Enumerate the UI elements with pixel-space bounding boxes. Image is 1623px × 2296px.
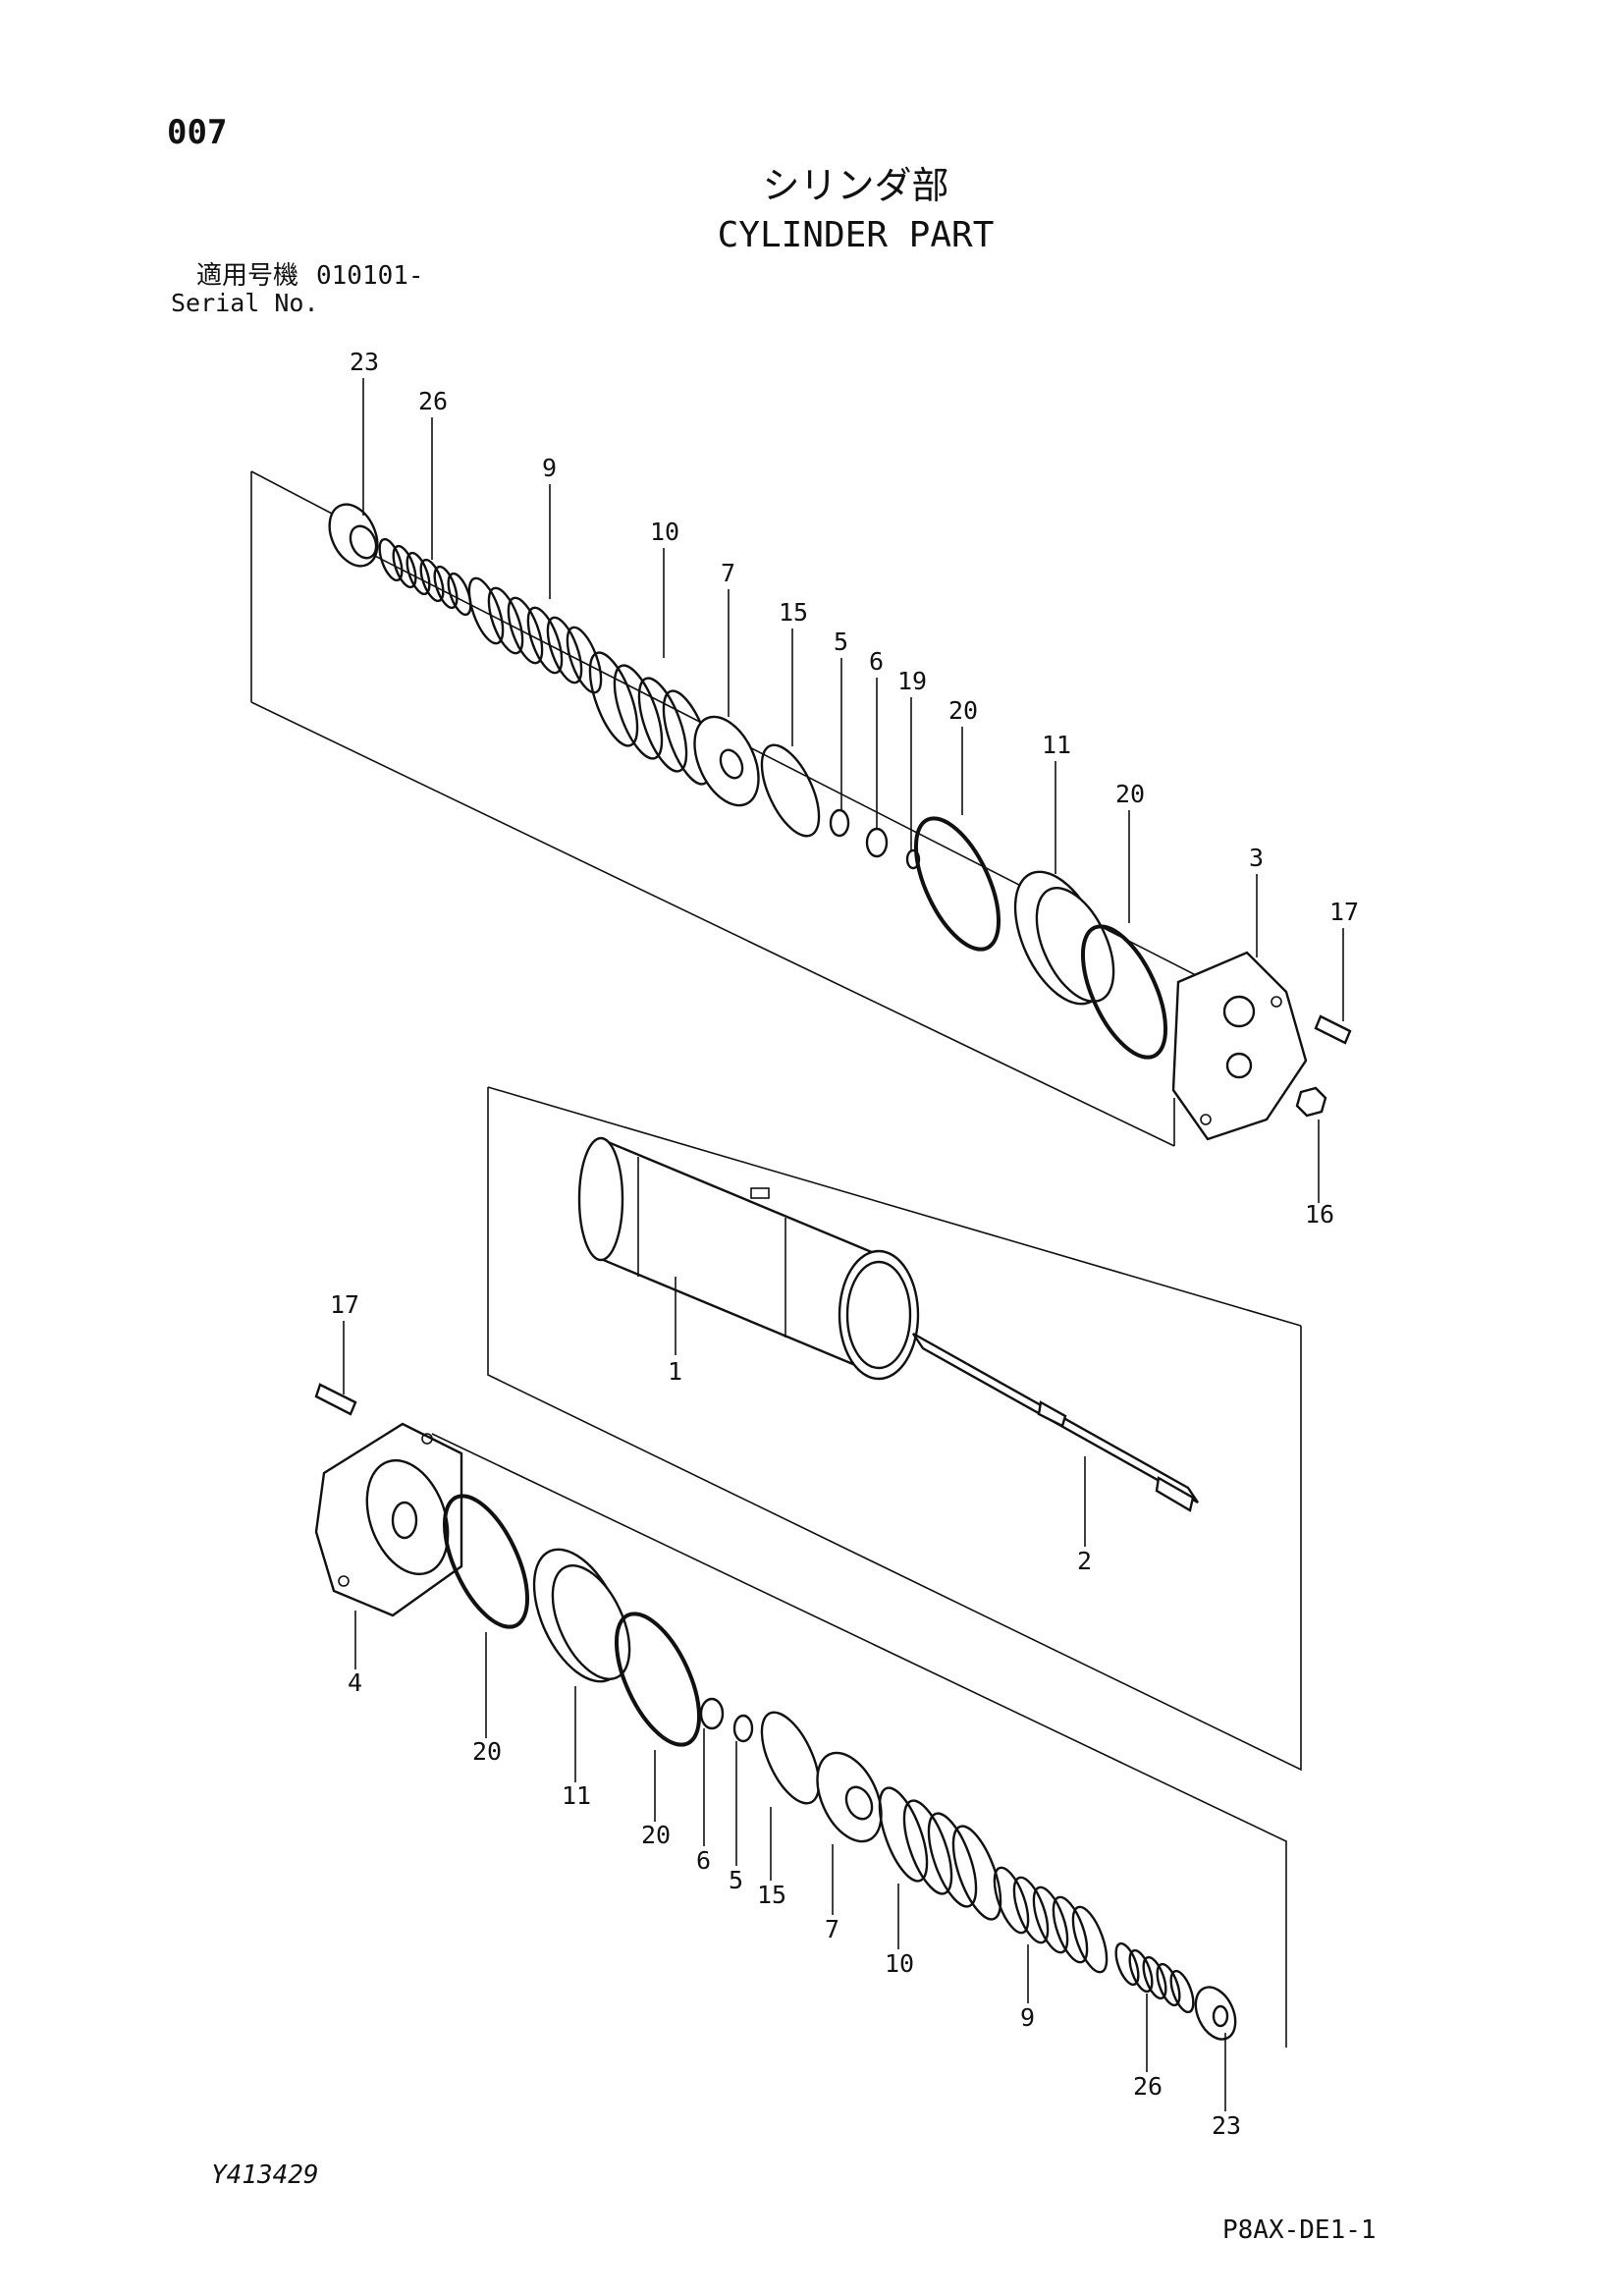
part-15-snap-ring-bottom — [760, 1711, 821, 1805]
drawing-number: Y413429 — [211, 2160, 319, 2190]
part-2-shaft — [912, 1332, 1199, 1512]
bottom-assembly-frame — [431, 1433, 1287, 2048]
part-6-washer — [865, 827, 889, 858]
part-23-cap — [328, 503, 379, 568]
callout-mid-2: 2 — [1077, 1547, 1092, 1575]
callout-top-23: 23 — [350, 348, 379, 376]
callout-top-20a: 20 — [948, 696, 978, 725]
callout-top-17: 17 — [1329, 898, 1359, 926]
part-20-o-ring-b — [1080, 924, 1168, 1060]
callout-top-26: 26 — [418, 387, 448, 415]
part-20-o-ring-a — [913, 816, 1001, 952]
part-15-snap-ring — [760, 743, 821, 838]
callout-bot-9: 9 — [1020, 2003, 1035, 2032]
part-5-bushing — [829, 808, 850, 838]
part-26-inner-spring-bottom — [1114, 1941, 1195, 2014]
part-20-o-ring-c — [442, 1494, 530, 1629]
part-5-bushing-bottom — [732, 1714, 754, 1743]
top-assembly-frame — [250, 470, 1175, 1147]
callout-bot-11: 11 — [562, 1781, 591, 1810]
middle-assembly-frame — [487, 1086, 1302, 1772]
part-11-sleeve — [1013, 870, 1115, 1006]
page-title-japanese: シリンダ部 — [762, 164, 949, 207]
callout-top-3: 3 — [1249, 844, 1264, 872]
callout-labels: 23 26 9 10 7 15 5 6 19 20 11 20 3 17 16 … — [330, 348, 1359, 2140]
callout-top-9: 9 — [542, 454, 557, 482]
callout-top-15: 15 — [779, 598, 808, 627]
part-11-sleeve-bottom — [532, 1548, 631, 1683]
callout-bot-7: 7 — [825, 1915, 839, 1943]
callout-top-7: 7 — [721, 559, 735, 587]
callout-top-10: 10 — [650, 518, 679, 546]
part-7-spring-seat-bottom — [816, 1751, 883, 1843]
part-6-washer-bottom — [699, 1697, 725, 1730]
callout-bot-26: 26 — [1133, 2072, 1163, 2101]
part-7-spring-seat — [693, 715, 760, 807]
callout-bot-20a: 20 — [472, 1737, 502, 1766]
part-17-bolt-bottom — [314, 1383, 357, 1416]
part-9-middle-spring-bottom — [993, 1866, 1109, 1974]
callout-top-5: 5 — [834, 628, 848, 656]
part-17-bolt-top — [1314, 1014, 1352, 1045]
callout-bot-17: 17 — [330, 1290, 359, 1319]
part-23-cap-bottom — [1194, 1986, 1237, 2041]
callout-bot-15: 15 — [757, 1881, 786, 1909]
bottom-assembly — [314, 1383, 1287, 2048]
part-20-o-ring-d — [614, 1612, 702, 1747]
page-number: 007 — [167, 113, 228, 152]
middle-assembly — [487, 1086, 1302, 1772]
part-1-cylinder-block — [577, 1136, 920, 1381]
callout-top-16: 16 — [1305, 1200, 1334, 1229]
callout-bot-20b: 20 — [641, 1821, 671, 1849]
part-10-outer-spring-bottom — [878, 1786, 1002, 1921]
callout-top-6: 6 — [869, 647, 884, 676]
top-axis-line — [362, 549, 1287, 1022]
sheet-code: P8AX-DE1-1 — [1222, 2215, 1377, 2245]
callout-top-11: 11 — [1042, 731, 1071, 759]
callout-bot-6: 6 — [696, 1846, 711, 1875]
callout-bot-10: 10 — [885, 1949, 914, 1978]
part-16-nut — [1295, 1086, 1327, 1118]
callout-top-19: 19 — [897, 667, 927, 695]
callout-bot-5: 5 — [729, 1866, 743, 1894]
part-26-inner-spring — [378, 537, 472, 617]
part-9-middle-spring — [467, 576, 603, 694]
page-title-english: CYLINDER PART — [717, 215, 995, 255]
serial-label-english: Serial No. — [171, 289, 319, 317]
serial-label-japanese: 適用号機 — [196, 261, 299, 291]
leader-lines — [343, 378, 1344, 2111]
serial-value: 010101- — [316, 261, 424, 291]
part-4-cover — [314, 1422, 463, 1617]
callout-bot-23: 23 — [1212, 2111, 1241, 2140]
callout-mid-1: 1 — [668, 1357, 682, 1386]
part-19-o-ring — [905, 848, 921, 870]
part-3-cover — [1171, 951, 1308, 1141]
callout-top-20b: 20 — [1115, 780, 1145, 808]
callout-bot-4: 4 — [348, 1668, 362, 1697]
top-assembly — [250, 470, 1352, 1147]
